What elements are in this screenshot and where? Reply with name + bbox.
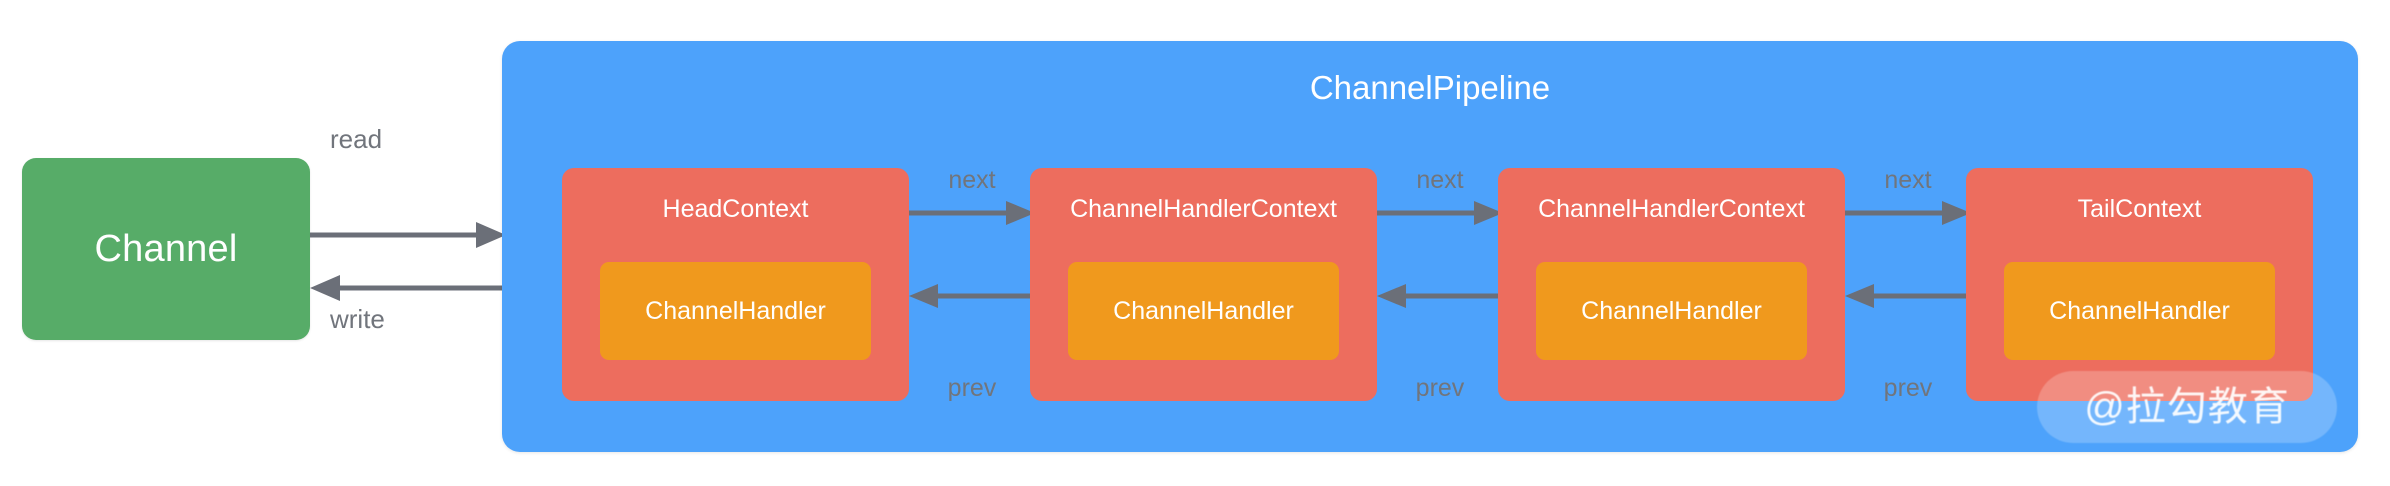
channel-label: Channel xyxy=(94,228,238,270)
write-arrow xyxy=(310,275,506,301)
context-title: ChannelHandlerContext xyxy=(1070,195,1337,223)
read-arrow xyxy=(310,222,506,248)
read-arrow-graphic xyxy=(310,222,506,248)
channel-handler-label: ChannelHandler xyxy=(1113,296,1294,325)
channel-handler-box: ChannelHandler xyxy=(1536,262,1807,360)
context-link-1: next prev xyxy=(909,168,1035,401)
prev-label: prev xyxy=(1415,374,1465,402)
watermark-text: @拉勾教育 xyxy=(2084,385,2290,429)
context-link-2: next prev xyxy=(1377,168,1503,401)
channel-pipeline-title: ChannelPipeline xyxy=(1309,69,1551,106)
write-label: write xyxy=(330,304,385,334)
next-label: next xyxy=(1416,166,1464,194)
channel-handler-label: ChannelHandler xyxy=(645,296,826,325)
next-prev-arrows-graphic xyxy=(909,201,1035,308)
read-label: read xyxy=(330,124,383,154)
context-box-tail: TailContext ChannelHandler xyxy=(1966,168,2313,401)
channel-handler-label: ChannelHandler xyxy=(2049,296,2230,325)
channel-pipeline-box: ChannelPipeline HeadContext ChannelHandl… xyxy=(502,41,2358,452)
next-label: next xyxy=(1884,166,1932,194)
prev-label: prev xyxy=(1883,374,1933,402)
next-prev-arrows-graphic xyxy=(1845,201,1971,308)
context-box-head: HeadContext ChannelHandler xyxy=(562,168,909,401)
context-title: TailContext xyxy=(2077,195,2202,223)
channel-handler-box: ChannelHandler xyxy=(600,262,871,360)
context-link-3: next prev xyxy=(1845,168,1971,401)
context-box-3: ChannelHandlerContext ChannelHandler xyxy=(1498,168,1845,401)
context-box-2: ChannelHandlerContext ChannelHandler xyxy=(1030,168,1377,401)
watermark-badge: @拉勾教育 xyxy=(2037,371,2337,443)
prev-label: prev xyxy=(947,374,997,402)
channel-handler-box: ChannelHandler xyxy=(2004,262,2275,360)
channel-handler-label: ChannelHandler xyxy=(1581,296,1762,325)
next-label: next xyxy=(948,166,996,194)
next-prev-arrows-graphic xyxy=(1377,201,1503,308)
context-title: HeadContext xyxy=(662,195,809,223)
channel-box: Channel xyxy=(22,158,310,340)
write-arrow-graphic xyxy=(310,275,506,301)
channel-handler-box: ChannelHandler xyxy=(1068,262,1339,360)
context-title: ChannelHandlerContext xyxy=(1538,195,1805,223)
